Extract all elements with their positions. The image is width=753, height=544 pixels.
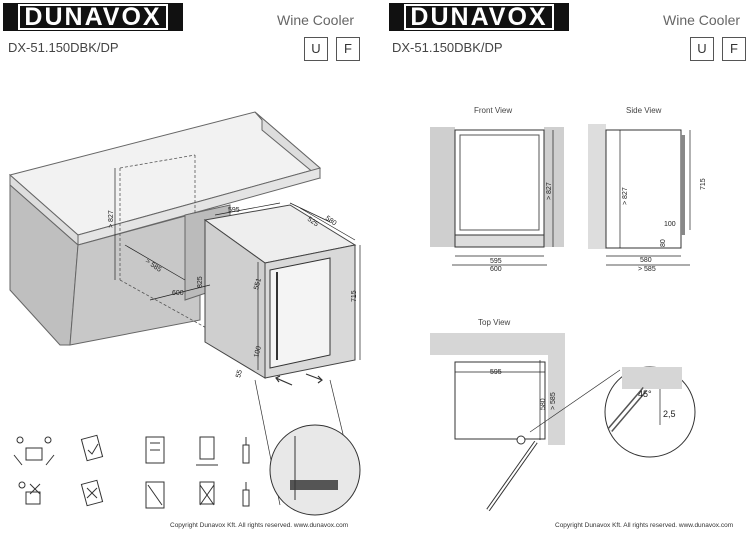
top-dim-585: > 585	[550, 392, 557, 410]
model-number-left: DX-51.150DBK/DP	[8, 40, 119, 55]
appliance-body	[203, 204, 357, 379]
top-dim-595: 595	[490, 369, 502, 376]
brand-logo-text: DUNAVOX	[404, 4, 554, 30]
two-person-lift-icon	[13, 436, 55, 466]
handling-icons	[13, 434, 250, 509]
bottle-not-allowed-icon	[242, 482, 250, 507]
side-dim-100: 100	[664, 221, 676, 228]
flag-u-left: U	[304, 37, 328, 61]
dim-551: 551	[253, 277, 263, 290]
dim-width-595: 595	[228, 207, 240, 214]
tilt-not-allowed-icon	[199, 481, 215, 506]
top-view-title: Top View	[478, 318, 511, 327]
flag-f-left: F	[336, 37, 360, 61]
tilt-ok-icon	[196, 436, 218, 466]
top-dim-580: 580	[540, 398, 547, 410]
flag-f-right: F	[722, 37, 746, 61]
side-dim-715: 715	[700, 178, 707, 190]
front-view-title: Front View	[474, 106, 513, 115]
vent-detail-circle	[254, 379, 361, 516]
dim-55: 55	[235, 369, 244, 378]
kitchen-counter	[8, 111, 322, 346]
hinge-angle-45: 45°	[638, 389, 652, 399]
model-number-right: DX-51.150DBK/DP	[392, 40, 503, 55]
copyright-left: Copyright Dunavox Kft. All rights reserv…	[170, 522, 349, 529]
dimension-lines	[114, 168, 361, 370]
dim-width-600: 600	[172, 290, 184, 297]
stacking-ok-icon	[145, 436, 165, 464]
product-title-left: Wine Cooler	[277, 12, 355, 28]
lying-not-allowed-icon	[80, 479, 104, 507]
bottle-ok-icon	[242, 437, 250, 464]
front-dim-600: 600	[490, 266, 502, 273]
front-view-drawing	[430, 127, 564, 266]
dim-height-825: 825	[197, 276, 204, 288]
airflow-arrows	[275, 373, 323, 386]
dim-100: 100	[253, 345, 263, 358]
side-view-drawing	[588, 124, 691, 266]
brand-logo-left: DUNAVOX	[3, 3, 183, 31]
brand-logo-right: DUNAVOX	[389, 3, 569, 31]
side-dim-585: > 585	[638, 266, 656, 273]
side-dim-80: 80	[660, 239, 667, 247]
hinge-detail-circle	[529, 366, 696, 458]
top-view-drawing	[430, 333, 565, 512]
flag-u-right: U	[690, 37, 714, 61]
side-dim-580: 580	[640, 257, 652, 264]
dim-height-827: > 827	[108, 210, 115, 228]
brand-logo-text: DUNAVOX	[18, 4, 168, 30]
side-view-title: Side View	[626, 106, 662, 115]
stacking-not-allowed-icon	[145, 481, 165, 509]
dim-height-715: 715	[351, 290, 358, 302]
niche-dashed	[119, 154, 211, 331]
front-dim-595: 595	[490, 258, 502, 265]
no-single-lift-icon	[18, 481, 41, 505]
upright-ok-icon	[80, 434, 104, 462]
product-title-right: Wine Cooler	[663, 12, 741, 28]
hinge-gap-2-5: 2,5	[663, 409, 676, 419]
side-dim-827: > 827	[622, 187, 629, 205]
front-dim-827: > 827	[546, 182, 553, 200]
copyright-right: Copyright Dunavox Kft. All rights reserv…	[555, 522, 734, 529]
